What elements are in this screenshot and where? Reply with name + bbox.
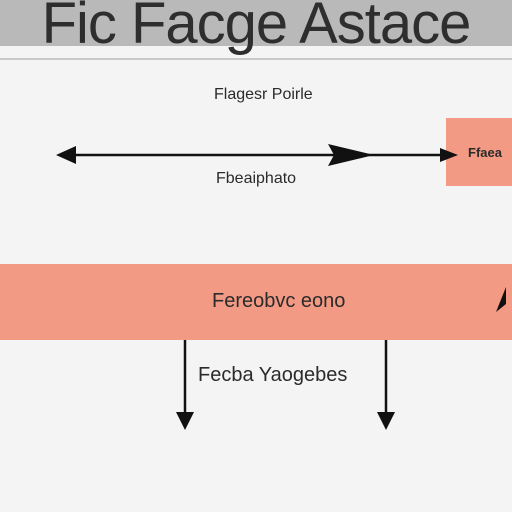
- right-down-arrowhead: [377, 412, 395, 430]
- middle-label: Fbeaiphato: [216, 170, 297, 187]
- main-band: Fereobvc eono: [0, 264, 512, 340]
- header-bar: Fic Facge Astace: [0, 0, 512, 56]
- page-title: Fic Facge Astace: [41, 0, 472, 56]
- left-down-arrowhead: [176, 412, 194, 430]
- bottom-label: Fecba Yaogebes: [198, 364, 348, 386]
- side-box-label: Ffaea: [468, 145, 502, 160]
- right-arrowhead: [440, 148, 458, 162]
- top-label: Flagesr Poirle: [214, 86, 313, 103]
- band-corner-arrowhead: [496, 287, 506, 312]
- middle-arrowhead: [328, 144, 374, 166]
- band-label: Fereobvc eono: [212, 290, 346, 312]
- side-box: Ffaea: [446, 118, 512, 186]
- left-arrowhead: [56, 146, 76, 164]
- header-divider: [0, 58, 512, 60]
